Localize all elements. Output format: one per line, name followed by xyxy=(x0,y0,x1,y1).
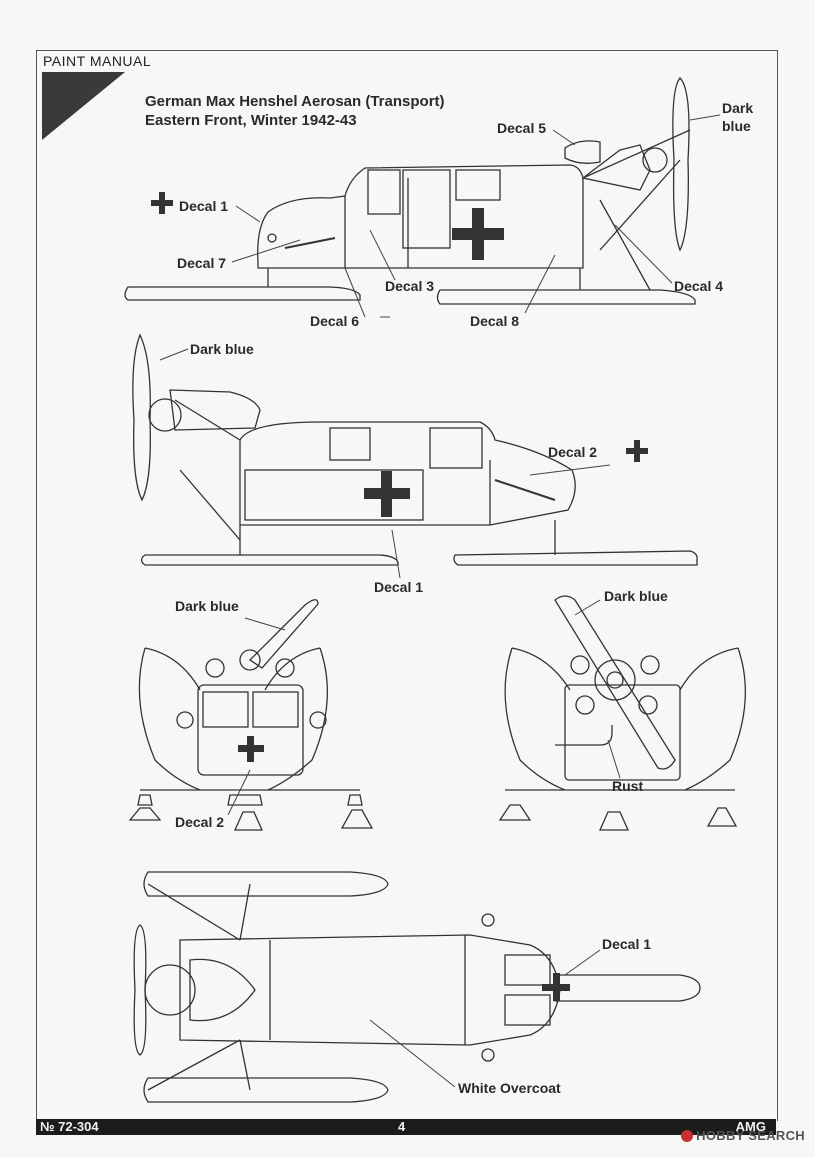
footer-brand: AMG xyxy=(735,1119,766,1134)
label-decal5: Decal 5 xyxy=(497,120,547,136)
title-line-2: Eastern Front, Winter 1942-43 xyxy=(145,112,357,129)
watermark-logo-icon xyxy=(681,1130,694,1142)
label-dark: Dark xyxy=(722,100,754,116)
footer-bar: № 72-304 4 AMG xyxy=(36,1119,776,1135)
side-view-right xyxy=(124,77,696,305)
label-dark-blue-rear: Dark blue xyxy=(604,588,668,604)
rear-view xyxy=(498,595,746,831)
label-decal2-front: Decal 2 xyxy=(175,814,225,830)
front-view xyxy=(128,599,374,831)
label-decal1-side: Decal 1 xyxy=(374,579,424,595)
label-decal3: Decal 3 xyxy=(385,278,435,294)
label-decal7: Decal 7 xyxy=(177,255,227,271)
page-title: German Max Henshel Aerosan (Transport) E… xyxy=(145,92,445,130)
label-dark-blue-side: Dark blue xyxy=(190,341,254,357)
side-view-left xyxy=(132,333,698,566)
watermark-text: HOBBY SEARCH xyxy=(696,1128,805,1143)
cross-marking-left xyxy=(364,471,410,517)
footer-page-number: 4 xyxy=(398,1119,406,1134)
footer-code: № 72-304 xyxy=(40,1119,99,1134)
label-decal1-top: Decal 1 xyxy=(179,198,229,214)
label-dark-blue-front: Dark blue xyxy=(175,598,239,614)
label-blue: blue xyxy=(722,118,751,134)
label-decal8: Decal 8 xyxy=(470,313,520,329)
label-decal2-side: Decal 2 xyxy=(548,444,598,460)
label-decal4: Decal 4 xyxy=(674,278,724,294)
label-white-overcoat: White Overcoat xyxy=(458,1080,561,1096)
label-decal1-top-view: Decal 1 xyxy=(602,936,652,952)
watermark: HOBBY SEARCH xyxy=(681,1128,805,1143)
header-label: PAINT MANUAL xyxy=(43,53,152,69)
cross-marking-right xyxy=(452,208,504,260)
label-decal6: Decal 6 xyxy=(310,313,360,329)
corner-triangle xyxy=(42,72,125,140)
label-rust: Rust xyxy=(612,778,644,794)
page-frame xyxy=(36,50,778,1121)
title-line-1: German Max Henshel Aerosan (Transport) xyxy=(145,93,445,110)
top-view xyxy=(133,871,701,1103)
